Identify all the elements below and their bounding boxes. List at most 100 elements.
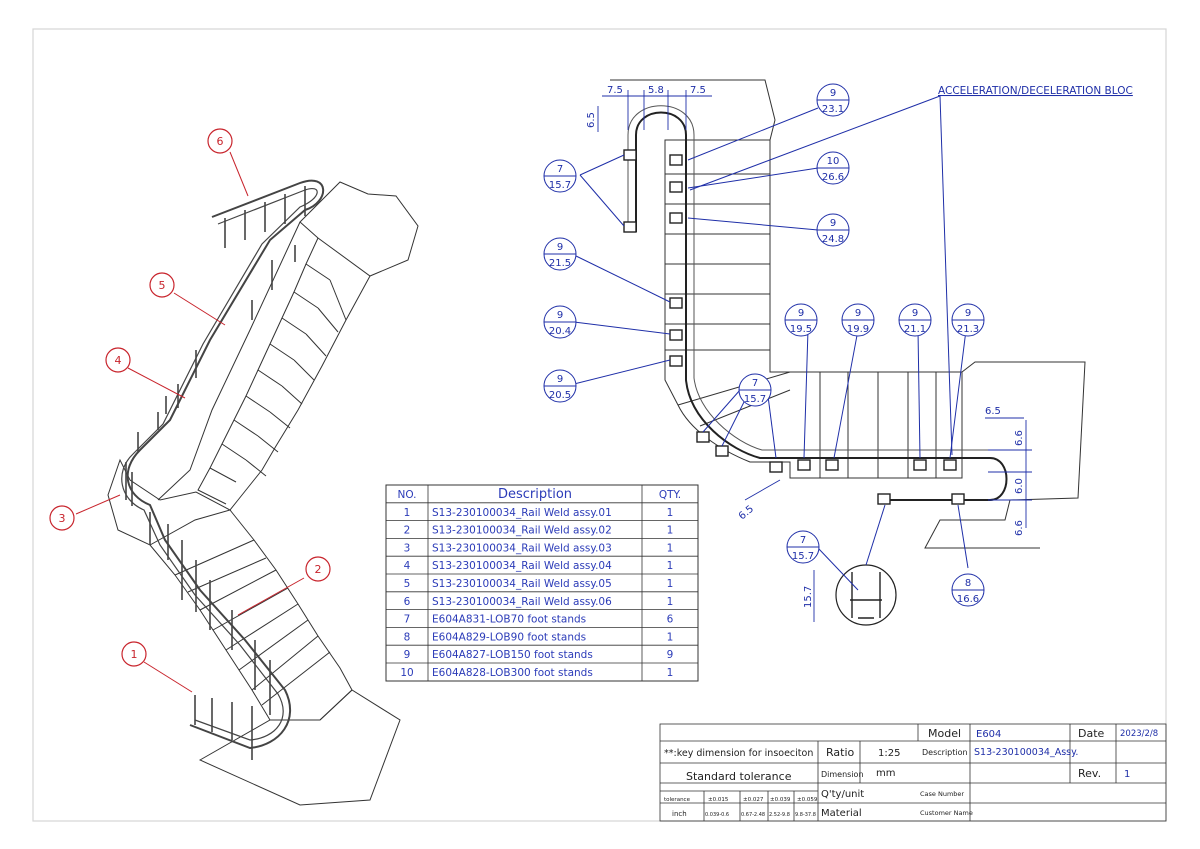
svg-text:1: 1 [667,596,674,608]
plan-balloon-11: 921.3 [951,303,985,337]
svg-text:S13-230100034_Rail Weld assy.0: S13-230100034_Rail Weld assy.02 [432,525,612,537]
svg-text:E604A831-LOB70 foot stands: E604A831-LOB70 foot stands [432,614,586,626]
iso-balloon-6: 6 [207,128,233,154]
plan-balloon-10: 921.1 [898,303,932,337]
svg-text:9: 9 [404,649,411,661]
balloon-value: 16.6 [957,594,979,605]
isometric-staircase-view [107,181,419,806]
balloon-value: 15.7 [744,394,766,405]
svg-text:1: 1 [404,507,411,519]
balloon-value: 23.1 [822,104,844,115]
balloon-item: 9 [557,374,563,385]
dim-left-v: 6.5 [586,112,597,128]
key-note: **:key dimension for insoeciton [664,748,813,759]
balloon-value: 19.9 [847,324,869,335]
plan-dimension-lines [597,90,1032,622]
lower-flight-steps [149,509,353,721]
upper-landing-outline [299,181,419,277]
svg-text:2: 2 [315,563,322,576]
bom-header-2: QTY. [659,489,681,501]
plan-annotation-leaders [573,95,969,591]
balloon-value: 15.7 [792,551,814,562]
svg-text:1: 1 [667,631,674,643]
svg-text:9: 9 [667,649,674,661]
plan-balloon-14: 816.6 [951,573,985,607]
acceleration-annotation: ACCELERATION/DECELERATION BLOC [938,85,1133,97]
date-label: Date [1078,727,1105,740]
dimension-label: Dimension [821,770,864,779]
upper-flight-steps [157,221,371,511]
bom-header-0: NO. [397,489,416,501]
balloon-value: 21.3 [957,324,979,335]
description-value: S13-230100034_Assy. [974,747,1078,758]
case-label: Case Number [920,790,964,798]
balloon-item: 9 [557,310,563,321]
svg-text:5: 5 [404,578,411,590]
svg-text:S13-230100034_Rail Weld assy.0: S13-230100034_Rail Weld assy.03 [432,542,612,554]
plan-balloon-12: 715.7 [738,373,772,407]
balloon-item: 9 [830,88,836,99]
balloon-item: 8 [965,578,971,589]
balloon-value: 26.6 [822,172,844,183]
dim-top-left: 7.5 [607,85,623,96]
svg-text:1: 1 [667,542,674,554]
balloon-value: 21.1 [904,324,926,335]
inch-range-3: 2.52-9.8 [769,812,790,818]
dim-top-mid: 5.8 [648,85,664,96]
balloon-item: 7 [800,535,806,546]
rev-label: Rev. [1078,767,1101,780]
svg-text:6: 6 [217,135,224,148]
dim-top-right: 7.5 [690,85,706,96]
sheet-border [32,28,1167,822]
svg-text:1: 1 [667,667,674,679]
balloon-item: 9 [557,242,563,253]
model-value: E604 [976,729,1001,740]
detail-circle [835,564,897,626]
isometric-rail [121,179,325,760]
dim-r3: 6.6 [1014,520,1025,536]
plan-upper-wall [610,79,776,141]
svg-text:6: 6 [667,614,674,626]
balloon-item: 9 [798,308,804,319]
svg-text:4: 4 [115,354,122,367]
standard-tolerance: Standard tolerance [686,770,792,783]
balloon-value: 21.5 [549,258,571,269]
iso-balloon-5: 5 [149,272,175,298]
dim-detail: 15.7 [803,586,814,608]
plan-foot-stands [623,149,965,505]
plan-balloon-9: 919.9 [841,303,875,337]
plan-balloon-4: 715.7 [543,159,577,193]
balloon-value: 20.4 [549,326,571,337]
balloon-value: 24.8 [822,234,844,245]
iso-balloon-4: 4 [105,347,131,373]
iso-balloon-1: 1 [121,641,147,667]
inch-range-2: 0.67-2.48 [741,812,765,818]
mid-landing-outline [107,458,232,546]
plan-right-wall [924,361,1086,549]
ratio-value: 1:25 [878,748,900,759]
svg-text:1: 1 [667,560,674,572]
iso-balloons: 1 2 3 4 5 6 [49,128,331,667]
svg-text:1: 1 [131,648,138,661]
plan-balloon-6: 920.4 [543,305,577,339]
svg-text:6: 6 [404,596,411,608]
balloon-value: 19.5 [790,324,812,335]
plan-balloon-8: 919.5 [784,303,818,337]
balloon-item: 7 [752,378,758,389]
balloon-item: 9 [830,218,836,229]
tolerance-4: ±0.059 [797,797,818,803]
svg-text:1: 1 [667,525,674,537]
svg-text:3: 3 [59,512,66,525]
plan-balloon-3: 924.8 [816,213,850,247]
dim-r1: 6.6 [1014,430,1025,446]
description-label: Description [922,748,968,757]
plan-rail [635,111,1008,501]
customer-label: Customer Name [920,809,973,817]
svg-text:7: 7 [404,614,411,626]
iso-callout-leaders [75,151,305,693]
